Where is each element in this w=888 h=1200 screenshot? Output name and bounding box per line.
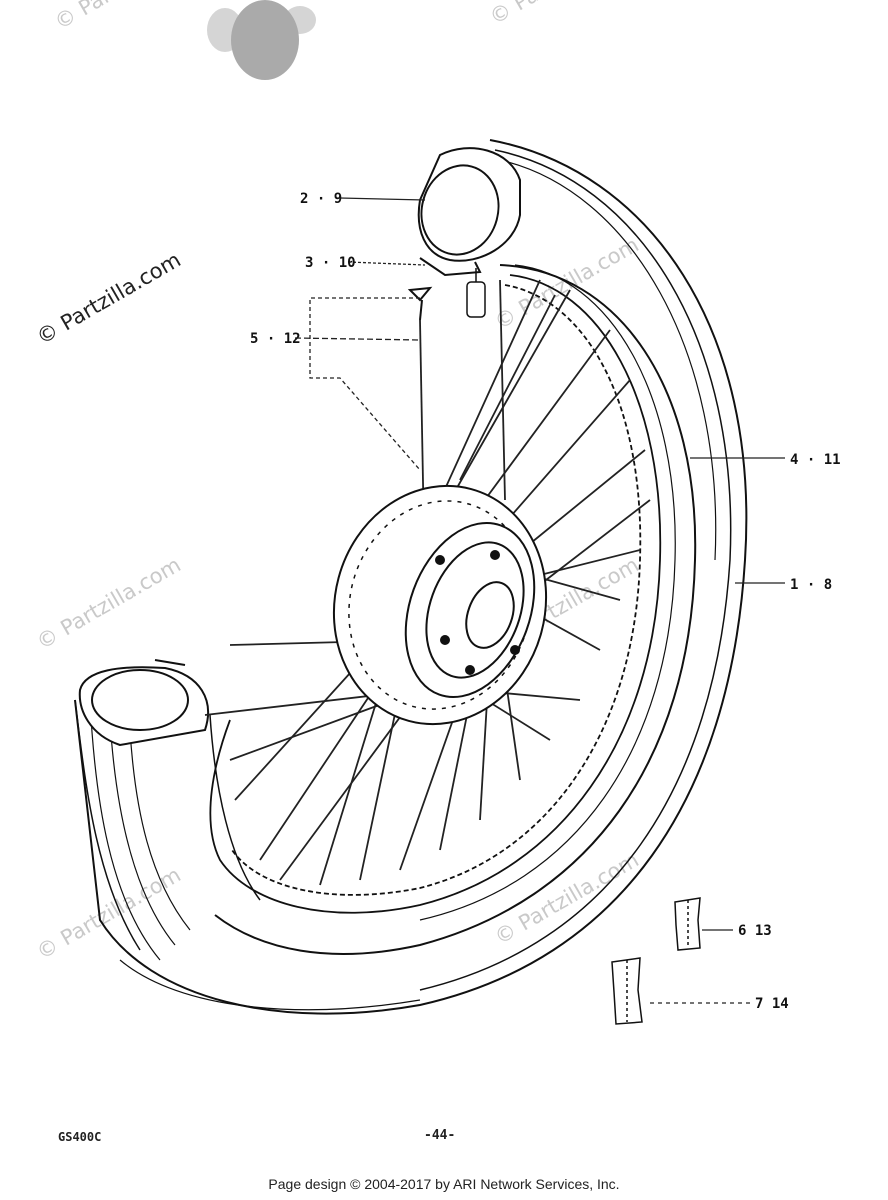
- watermark: © Partzilla.com: [33, 863, 185, 965]
- tire: [74, 139, 748, 1015]
- watermark: © Partzilla.com: [486, 0, 638, 29]
- watermark-main: © Partzilla.com: [33, 248, 185, 350]
- callout-balancer-a: 6 13: [738, 923, 772, 939]
- valve-stem: [466, 268, 486, 318]
- watermark: © Partzilla.com: [33, 553, 185, 655]
- callout-tube-cap: 2 · 9: [300, 191, 342, 207]
- tire-section-bottom: [78, 659, 210, 747]
- balance-weight-b: [611, 957, 643, 1025]
- copyright-notice: Page design © 2004-2017 by ARI Network S…: [268, 1176, 620, 1192]
- callout-tire: 4 · 11: [790, 452, 841, 468]
- page-number: -44-: [424, 1128, 456, 1143]
- callout-balancer-b: 7 14: [755, 996, 789, 1012]
- rim: [209, 264, 676, 921]
- leader-lines: [294, 197, 785, 1004]
- watermark: © Partzilla.com: [51, 0, 203, 34]
- tire-section-top: [417, 147, 521, 277]
- balance-weight-a: [674, 897, 701, 951]
- callout-rim: 1 · 8: [790, 577, 832, 593]
- callout-valve-nut: 3 · 10: [305, 255, 356, 271]
- scan-noise: [207, 0, 316, 80]
- spoke-detail: [407, 286, 433, 321]
- model-code: GS400C: [58, 1130, 102, 1144]
- hub: [404, 521, 536, 699]
- callout-spoke: 5 · 12: [250, 331, 301, 347]
